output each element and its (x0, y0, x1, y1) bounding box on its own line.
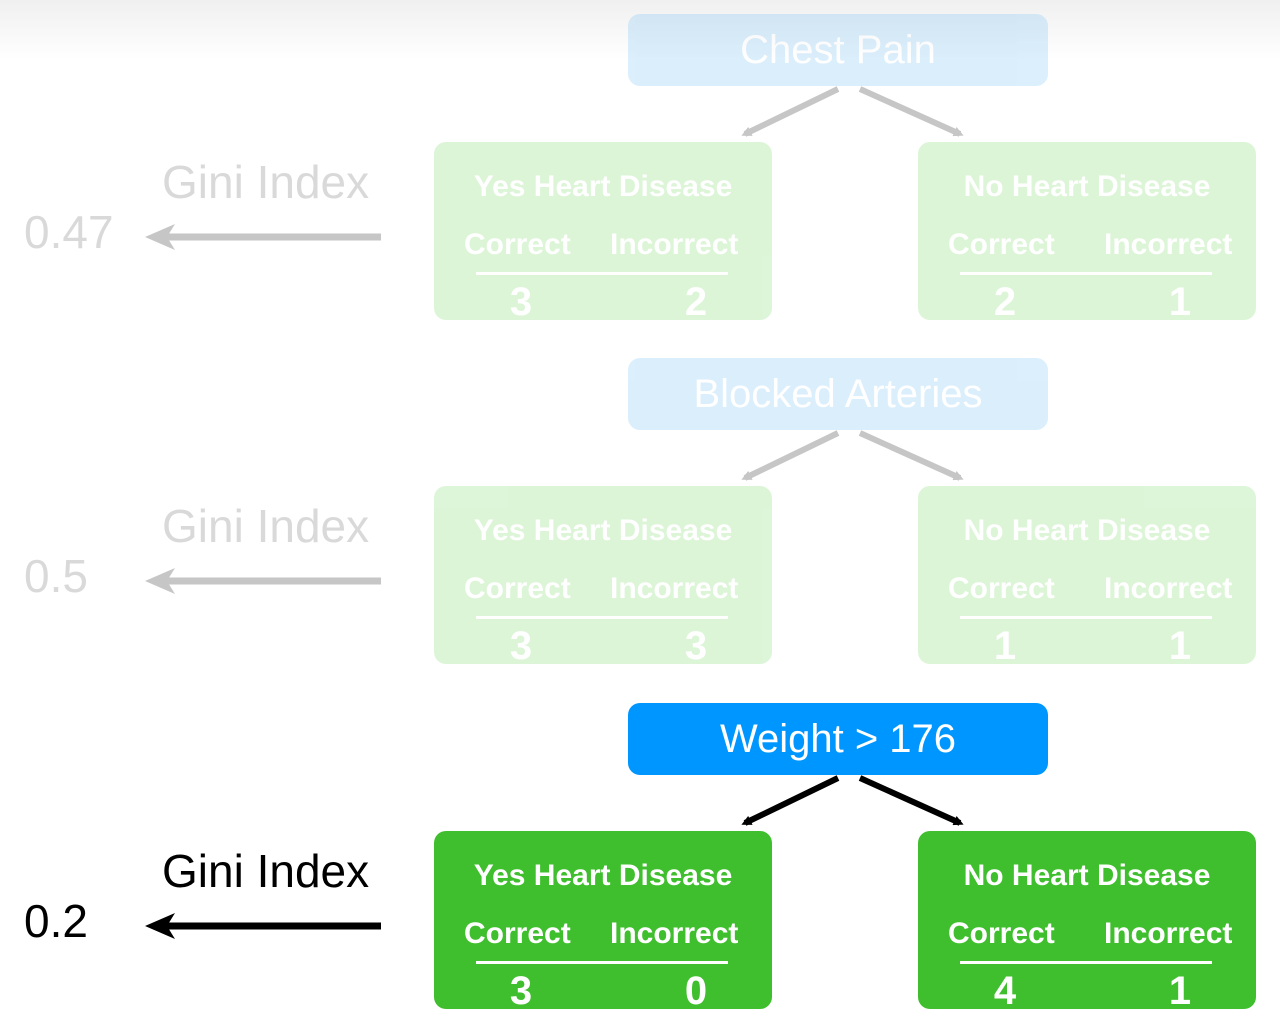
correct-label: Correct (464, 572, 571, 605)
branch-arrows (741, 86, 964, 137)
branch-arrow-right (858, 430, 964, 481)
incorrect-label: Incorrect (610, 917, 739, 950)
tree-weight: Weight > 176 Yes Heart Disease Correct I… (0, 703, 1280, 1013)
correct-count: 4 (993, 969, 1017, 1013)
incorrect-count: 1 (1168, 280, 1192, 324)
divider (960, 616, 1212, 619)
tree-chest-pain: Chest Pain Yes Heart Disease Correct Inc… (0, 14, 1280, 324)
branch-arrow-right (858, 86, 964, 137)
divider (476, 272, 728, 275)
root-node-blocked-arteries: Blocked Arteries (628, 358, 1048, 430)
incorrect-label: Incorrect (1104, 228, 1233, 261)
correct-label: Correct (948, 228, 1055, 261)
leaf-yes-heart-disease: Yes Heart Disease Correct Incorrect 3 0 (434, 831, 772, 1013)
branch-arrow-left (741, 86, 840, 137)
incorrect-count: 3 (684, 624, 708, 668)
branch-arrow-left (741, 430, 840, 481)
top-shade (0, 0, 1280, 60)
divider (960, 961, 1212, 964)
correct-count: 2 (993, 280, 1017, 324)
incorrect-count: 1 (1168, 969, 1192, 1013)
leaf-title: Yes Heart Disease (473, 514, 733, 547)
leaf-title: No Heart Disease (963, 859, 1211, 892)
incorrect-label: Incorrect (610, 572, 739, 605)
divider (476, 961, 728, 964)
branch-arrows (741, 775, 964, 826)
incorrect-count: 2 (684, 280, 708, 324)
left-arrow-icon (145, 224, 381, 250)
left-arrow-icon (145, 568, 381, 594)
correct-label: Correct (464, 917, 571, 950)
leaf-title: No Heart Disease (963, 170, 1211, 203)
leaf-title: Yes Heart Disease (473, 859, 733, 892)
incorrect-label: Incorrect (1104, 917, 1233, 950)
gini-index-label: Gini Index (162, 500, 370, 552)
incorrect-count: 1 (1168, 624, 1192, 668)
leaf-no-heart-disease: No Heart Disease Correct Incorrect 1 1 (918, 486, 1256, 668)
leaf-title: Yes Heart Disease (473, 170, 733, 203)
branch-arrows (741, 430, 964, 481)
leaf-no-heart-disease: No Heart Disease Correct Incorrect 4 1 (918, 831, 1256, 1013)
leaf-yes-heart-disease: Yes Heart Disease Correct Incorrect 3 2 (434, 142, 772, 324)
correct-label: Correct (464, 228, 571, 261)
branch-arrow-right (858, 775, 964, 826)
root-node-chest-pain: Chest Pain (628, 14, 1048, 86)
correct-count: 1 (993, 624, 1017, 668)
correct-count: 3 (509, 624, 533, 668)
correct-label: Correct (948, 917, 1055, 950)
gini-index-value: 0.5 (24, 550, 88, 602)
branch-arrow-left (741, 775, 840, 826)
root-node-weight: Weight > 176 (628, 703, 1048, 775)
divider (476, 616, 728, 619)
left-arrow-icon (145, 913, 381, 939)
leaf-yes-heart-disease: Yes Heart Disease Correct Incorrect 3 3 (434, 486, 772, 668)
gini-index-value: 0.47 (24, 206, 114, 258)
gini-index-label: Gini Index (162, 845, 370, 897)
tree-blocked-arteries: Blocked Arteries Yes Heart Disease Corre… (0, 358, 1280, 668)
divider (960, 272, 1212, 275)
gini-index-label: Gini Index (162, 156, 370, 208)
incorrect-label: Incorrect (1104, 572, 1233, 605)
incorrect-label: Incorrect (610, 228, 739, 261)
correct-count: 3 (509, 280, 533, 324)
gini-index-value: 0.2 (24, 895, 88, 947)
leaf-title: No Heart Disease (963, 514, 1211, 547)
correct-count: 3 (509, 969, 533, 1013)
leaf-no-heart-disease: No Heart Disease Correct Incorrect 2 1 (918, 142, 1256, 324)
incorrect-count: 0 (684, 969, 708, 1013)
correct-label: Correct (948, 572, 1055, 605)
